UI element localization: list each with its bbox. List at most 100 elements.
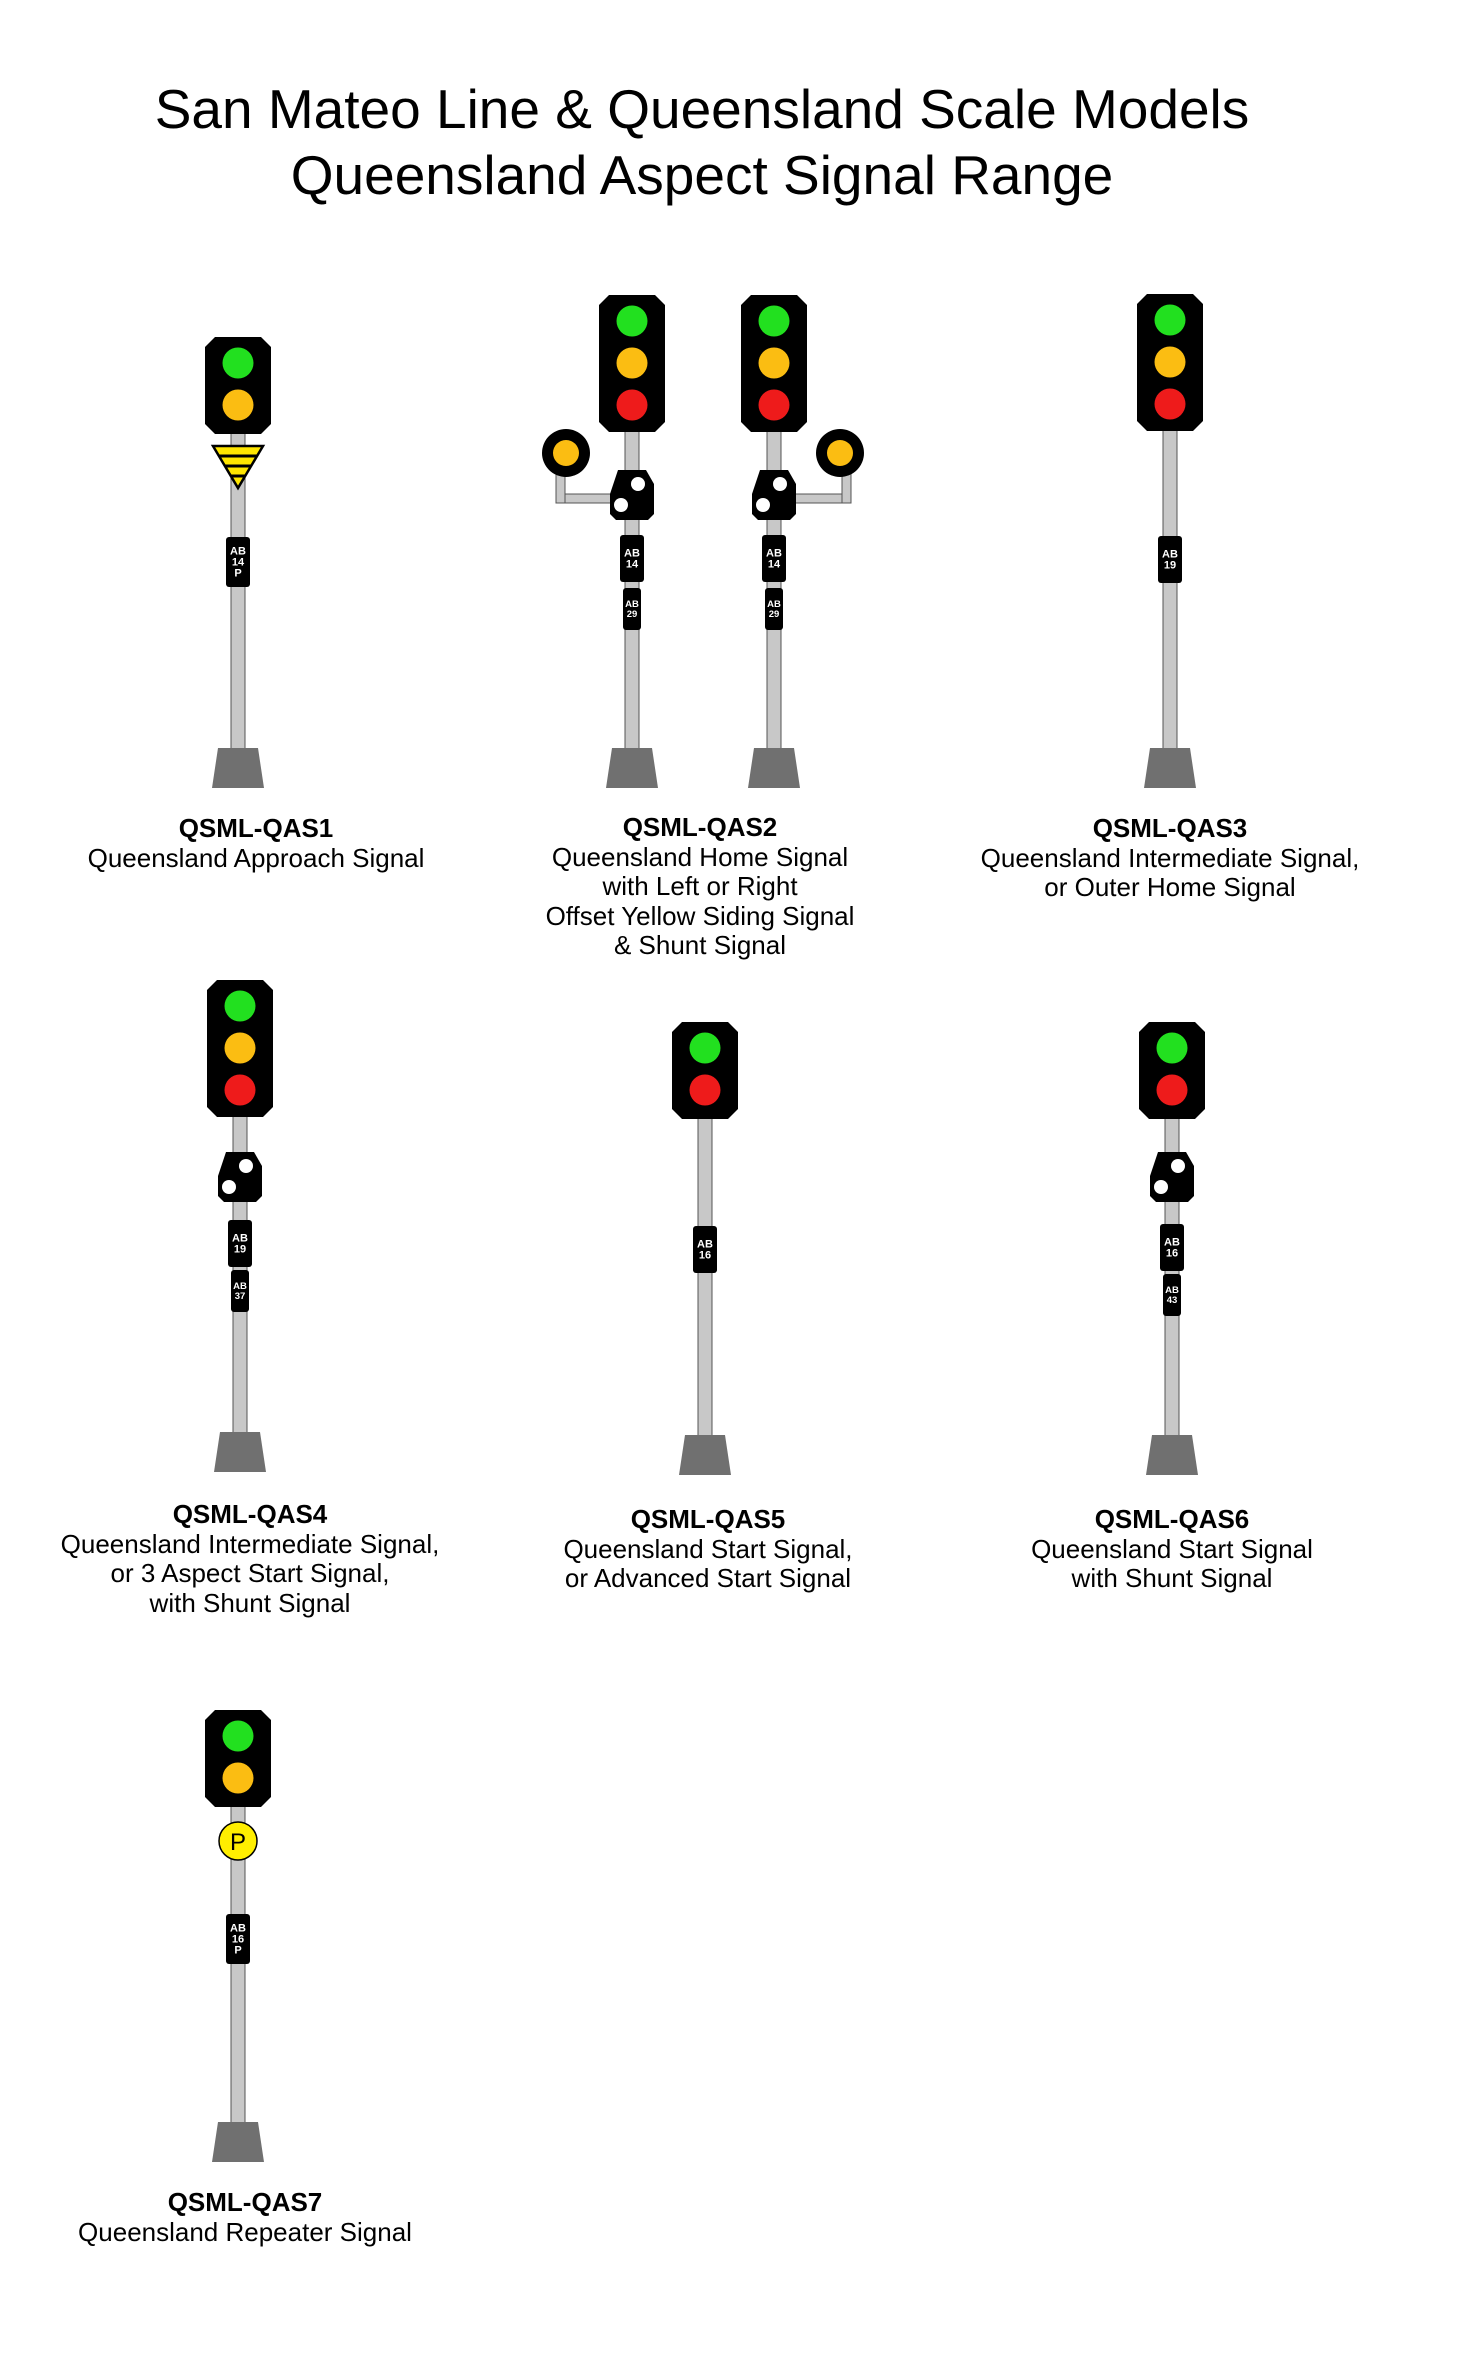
plate-text: AB [766, 548, 782, 560]
green-lamp [1154, 304, 1186, 336]
red-lamp [616, 389, 648, 421]
plate-text: AB [233, 1281, 247, 1292]
plate-text: AB [230, 546, 246, 558]
shunt-signal [218, 1152, 262, 1202]
plate-text: 16 [1166, 1248, 1178, 1260]
signal-description-line: or Advanced Start Signal [564, 1563, 852, 1593]
signal-post [697, 1116, 713, 1438]
signal-base [748, 748, 800, 788]
red-lamp [689, 1074, 721, 1106]
signal-head [672, 1022, 738, 1119]
identification-plate [765, 588, 783, 630]
signal-head [1139, 1022, 1205, 1119]
signal-code: QSML-QAS3 [1092, 813, 1248, 843]
signal-description-line: Queensland Intermediate Signal, [980, 842, 1360, 873]
plate-text: AB [697, 1239, 713, 1251]
signal-base [606, 748, 658, 788]
red-lamp [758, 389, 790, 421]
plate-text: P [234, 1945, 241, 1957]
plate-text: 16 [232, 1934, 244, 1946]
plate-text: 14 [232, 557, 245, 569]
signal-description-line: or 3 Aspect Start Signal, [110, 1558, 390, 1588]
signal-description-line: Queensland Start Signal [1031, 1533, 1313, 1564]
shunt-lamp [1154, 1180, 1168, 1194]
red-lamp [1154, 388, 1186, 420]
signal-base [212, 2122, 264, 2162]
red-lamp [1156, 1074, 1188, 1106]
identification-plate [228, 1220, 252, 1267]
green-lamp [689, 1032, 721, 1064]
signal-description-line: Offset Yellow Siding Signal [545, 900, 855, 931]
plate-text: 37 [235, 1291, 246, 1302]
signal-description-line: with Shunt Signal [1071, 1563, 1273, 1593]
signal-description-line: Queensland Start Signal, [563, 1533, 853, 1564]
shunt-signal [1150, 1152, 1194, 1202]
shunt-lamp [773, 477, 787, 491]
yellow-lamp [1154, 346, 1186, 378]
signal-base [1146, 1435, 1198, 1475]
shunt-lamp [239, 1159, 253, 1173]
plate-text: 43 [1167, 1295, 1178, 1306]
shunt-signal [610, 470, 654, 520]
plate-text: 29 [627, 609, 638, 620]
signal-description-line: Queensland Repeater Signal [78, 2216, 412, 2247]
yellow-lamp [553, 440, 579, 466]
plate-text: 14 [626, 559, 639, 571]
identification-plate [231, 1270, 249, 1312]
shunt-lamp [1171, 1159, 1185, 1173]
plate-text: 29 [769, 609, 780, 620]
plate-text: 19 [234, 1244, 246, 1256]
signal-description-line: Queensland Approach Signal [87, 842, 425, 873]
green-lamp [616, 305, 648, 337]
red-lamp [224, 1074, 256, 1106]
signal-description-line: or Outer Home Signal [1044, 872, 1296, 902]
identification-plate [693, 1226, 717, 1273]
signal-head [205, 1710, 271, 1807]
identification-plate [1163, 1274, 1181, 1316]
identification-plate [620, 535, 644, 582]
identification-plate [1158, 536, 1182, 583]
plate-text: AB [767, 599, 781, 610]
shunt-lamp [222, 1180, 236, 1194]
signal-description-line: & Shunt Signal [613, 930, 786, 960]
plate-text: 16 [699, 1250, 711, 1262]
identification-plate [1160, 1224, 1184, 1271]
yellow-lamp [222, 389, 254, 421]
plate-text: AB [1164, 1237, 1180, 1249]
green-lamp [224, 990, 256, 1022]
identification-plate [226, 1914, 250, 1964]
identification-plate [226, 537, 250, 587]
signal-code: QSML-QAS7 [167, 2187, 323, 2217]
plate-text: AB [230, 1923, 246, 1935]
page-subtitle: Queensland Aspect Signal Range [290, 144, 1114, 206]
signal-head [205, 337, 271, 434]
signal-base [214, 1432, 266, 1472]
signal-base [679, 1435, 731, 1475]
identification-plate [762, 535, 786, 582]
signal-description-line: with Left or Right [602, 871, 798, 901]
yellow-lamp [616, 347, 648, 379]
plate-text: AB [625, 599, 639, 610]
green-lamp [222, 347, 254, 379]
signal-code: QSML-QAS2 [622, 812, 778, 842]
plate-text: AB [1162, 549, 1178, 561]
shunt-signal [752, 470, 796, 520]
yellow-lamp [758, 347, 790, 379]
plate-text: AB [624, 548, 640, 560]
repeater-marker-letter: P [230, 1829, 246, 1856]
signal-code: QSML-QAS5 [630, 1504, 786, 1534]
signal-base [212, 748, 264, 788]
signal-base [1144, 748, 1196, 788]
identification-plate [623, 588, 641, 630]
